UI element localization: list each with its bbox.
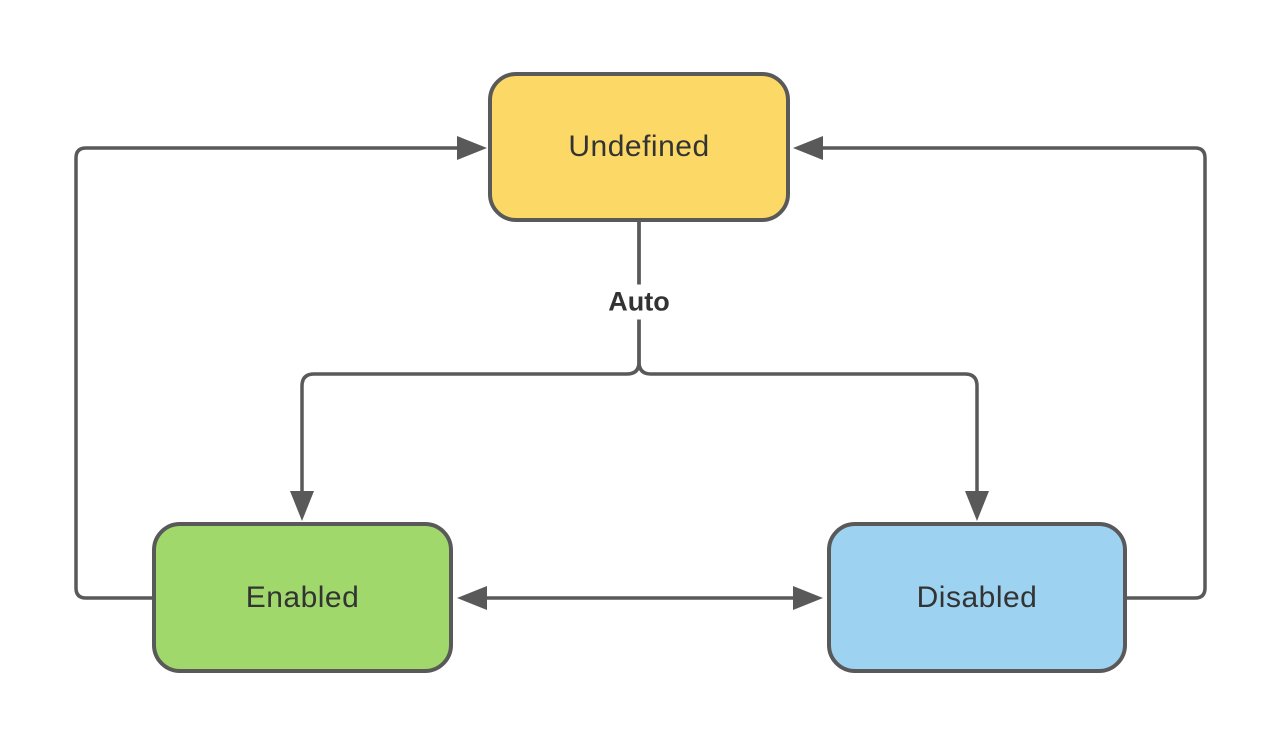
state-node-undefined: Undefined — [488, 72, 790, 222]
arrowhead-into-disabled-top — [965, 491, 989, 521]
arrowhead-into-undefined-right — [793, 136, 823, 160]
edge-label-auto: Auto — [602, 284, 676, 320]
arrowhead-into-enabled-top — [290, 491, 314, 521]
state-node-enabled-label: Enabled — [245, 580, 360, 614]
arrowhead-into-undefined-left — [457, 136, 487, 160]
edge-enabled-to-undefined — [74, 146, 457, 600]
edge-auto-to-enabled — [300, 222, 641, 492]
arrowhead-into-enabled-right — [457, 586, 487, 610]
edge-auto-to-disabled — [637, 222, 979, 492]
arrowhead-into-disabled-left — [793, 586, 823, 610]
edge-disabled-to-undefined — [823, 146, 1207, 600]
state-node-enabled: Enabled — [152, 522, 453, 673]
state-node-disabled: Disabled — [827, 522, 1127, 673]
state-node-disabled-label: Disabled — [916, 580, 1038, 614]
state-node-undefined-label: Undefined — [568, 130, 710, 163]
